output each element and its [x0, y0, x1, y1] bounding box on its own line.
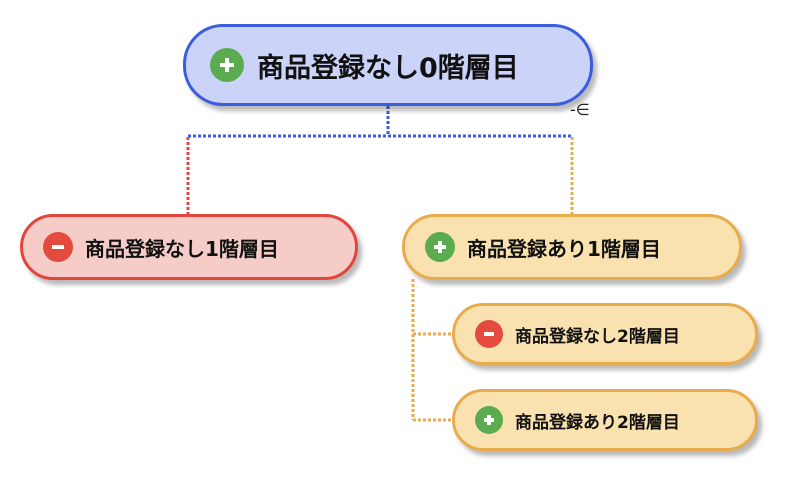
level2-node-no-registration[interactable]: 商品登録なし2階層目 [452, 303, 758, 365]
collapse-toggle[interactable]: -∈ [570, 100, 590, 119]
level1-node-no-registration[interactable]: 商品登録なし1階層目 [20, 214, 358, 280]
root-node-label: 商品登録なし0階層目 [257, 52, 519, 84]
minus-icon[interactable] [475, 320, 503, 348]
level2-node-with-registration[interactable]: 商品登録あり2階層目 [452, 389, 758, 451]
plus-icon[interactable] [475, 406, 503, 434]
root-node[interactable]: 商品登録なし0階層目 [183, 24, 593, 106]
level2-node-label: 商品登録あり2階層目 [515, 412, 680, 433]
level1-node-label: 商品登録なし1階層目 [85, 236, 279, 261]
plus-icon[interactable] [210, 48, 244, 82]
minus-icon[interactable] [43, 232, 73, 262]
level1-node-label: 商品登録あり1階層目 [467, 236, 661, 261]
level2-node-label: 商品登録なし2階層目 [515, 326, 680, 347]
level1-node-with-registration[interactable]: 商品登録あり1階層目 [402, 214, 742, 280]
plus-icon[interactable] [425, 232, 455, 262]
